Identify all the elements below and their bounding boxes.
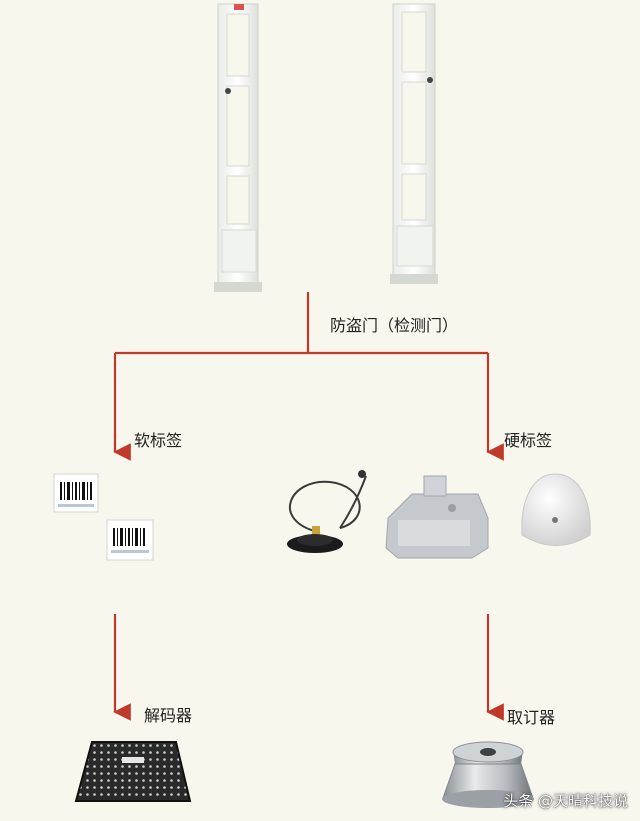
hard-tag-cable-lanyard — [287, 470, 367, 553]
soft-tag-heading: 软标签 — [134, 431, 183, 450]
watermark-text: 头条 @天晴科技说 — [503, 792, 628, 810]
soft-tag-label-1 — [53, 473, 99, 513]
gate-pedestal-right — [390, 3, 438, 284]
hard-tag-heading: 硬标签 — [504, 431, 553, 450]
decoder-pad — [74, 741, 192, 802]
detacher-device — [442, 741, 534, 808]
gate-label: 防盗门（检测门） — [330, 316, 459, 335]
connector-lines — [113, 292, 504, 721]
detacher-label: 取订器 — [507, 708, 556, 727]
decoder-label: 解码器 — [144, 706, 193, 725]
hard-tag-clamp — [385, 475, 489, 559]
soft-tag-label-2 — [106, 519, 154, 561]
hard-tag-dome — [521, 473, 591, 546]
gate-pedestal-left — [214, 3, 262, 292]
